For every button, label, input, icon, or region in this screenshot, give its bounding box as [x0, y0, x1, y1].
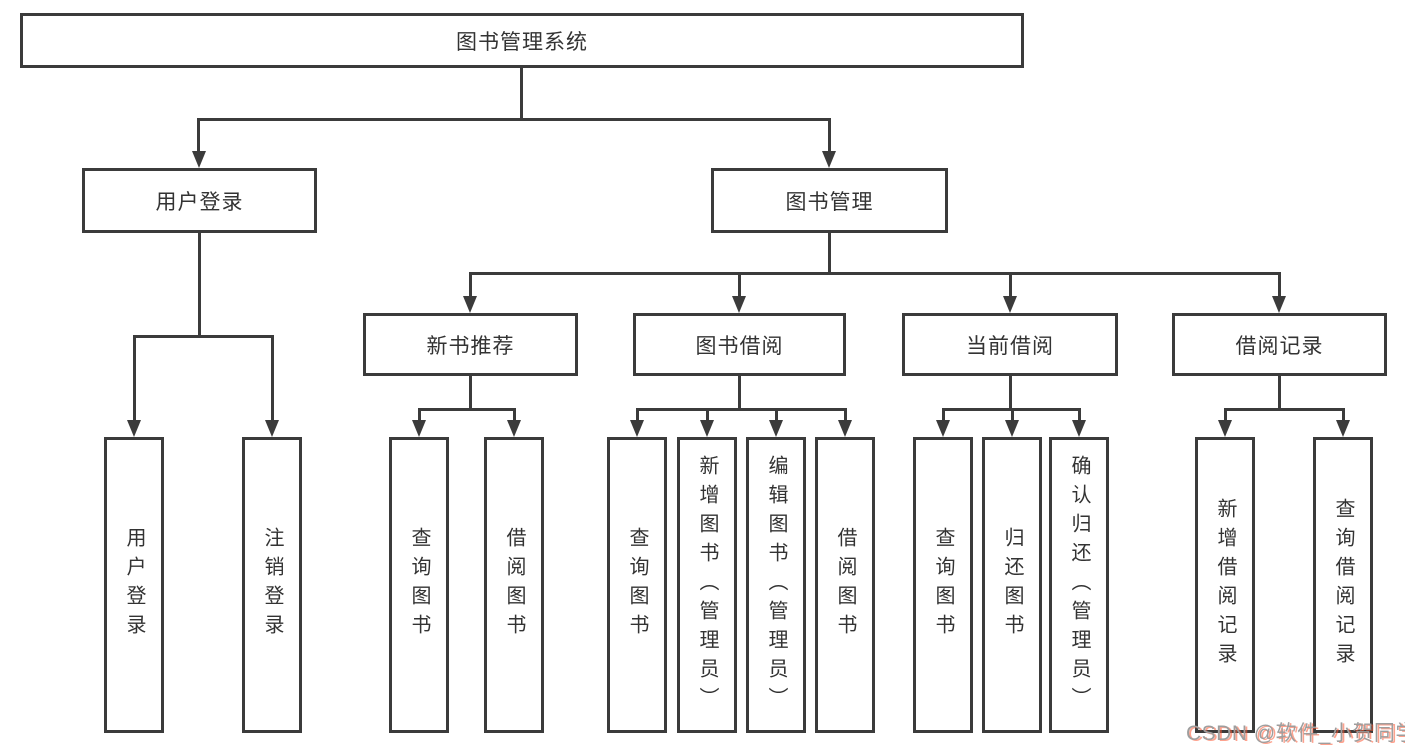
arrowhead-icon — [769, 420, 783, 437]
arrowhead-icon — [1336, 420, 1350, 437]
arrowhead-icon — [700, 420, 714, 437]
connector-line — [1278, 375, 1281, 408]
arrowhead-icon — [732, 296, 746, 313]
leaf-borrow-borrow-books: 借阅图书 — [815, 437, 875, 733]
node-book-management: 图书管理 — [711, 168, 948, 233]
csdn-watermark: CSDN @软件_小贺同学 — [1186, 722, 1405, 745]
leaf-logout: 注销登录 — [242, 437, 302, 733]
connector-line — [844, 408, 847, 422]
arrowhead-icon — [1272, 296, 1286, 313]
leaf-records-query-record: 查询借阅记录 — [1313, 437, 1373, 733]
connector-line — [828, 118, 831, 153]
leaf-borrow-borrow-books-label: 借阅图书 — [834, 527, 856, 643]
connector-line — [198, 118, 831, 121]
leaf-current-return-books: 归还图书 — [982, 437, 1042, 733]
connector-line — [418, 408, 421, 422]
node-book-borrow: 图书借阅 — [633, 313, 846, 376]
connector-line — [738, 375, 741, 408]
connector-line — [1009, 375, 1012, 408]
leaf-recommend-borrow-books-label: 借阅图书 — [503, 527, 525, 643]
connector-line — [197, 118, 200, 153]
arrowhead-icon — [936, 420, 950, 437]
node-root-label: 图书管理系统 — [456, 30, 588, 54]
leaf-borrow-query-books: 查询图书 — [607, 437, 667, 733]
arrowhead-icon — [463, 296, 477, 313]
node-book-management-label: 图书管理 — [785, 190, 874, 214]
connector-line — [520, 68, 523, 118]
node-current-borrow-label: 当前借阅 — [966, 334, 1054, 358]
arrowhead-icon — [630, 420, 644, 437]
connector-line — [1011, 408, 1014, 422]
arrowhead-icon — [1005, 420, 1019, 437]
leaf-recommend-borrow-books: 借阅图书 — [484, 437, 544, 733]
leaf-current-return-books-label: 归还图书 — [1001, 527, 1023, 643]
connector-line — [469, 375, 472, 408]
leaf-current-query-books: 查询图书 — [913, 437, 973, 733]
arrowhead-icon — [507, 420, 521, 437]
node-borrow-records-label: 借阅记录 — [1235, 334, 1324, 358]
node-user-login: 用户登录 — [82, 168, 317, 233]
leaf-borrow-query-books-label: 查询图书 — [626, 527, 648, 643]
leaf-records-query-record-label: 查询借阅记录 — [1332, 498, 1354, 672]
leaf-logout-label: 注销登录 — [261, 527, 283, 643]
connector-line — [1224, 408, 1344, 411]
connector-line — [1278, 272, 1281, 298]
leaf-current-confirm-return-admin: 确认归还（管理员） — [1049, 437, 1109, 733]
connector-line — [738, 272, 741, 298]
node-new-book-recommend: 新书推荐 — [363, 313, 578, 376]
leaf-current-confirm-return-admin-label: 确认归还（管理员） — [1068, 454, 1090, 716]
connector-line — [942, 408, 945, 422]
connector-line — [271, 335, 274, 420]
arrowhead-icon — [265, 420, 279, 437]
arrowhead-icon — [192, 151, 206, 168]
arrowhead-icon — [127, 420, 141, 437]
arrowhead-icon — [1003, 296, 1017, 313]
connector-line — [133, 335, 274, 338]
arrowhead-icon — [838, 420, 852, 437]
connector-line — [198, 233, 201, 335]
arrowhead-icon — [822, 151, 836, 168]
connector-line — [828, 232, 831, 272]
leaf-recommend-query-books: 查询图书 — [389, 437, 449, 733]
node-borrow-records: 借阅记录 — [1172, 313, 1387, 376]
connector-line — [636, 408, 846, 411]
leaf-recommend-query-books-label: 查询图书 — [408, 527, 430, 643]
leaf-borrow-add-books-admin: 新增图书（管理员） — [677, 437, 737, 733]
leaf-borrow-edit-books-admin: 编辑图书（管理员） — [746, 437, 806, 733]
connector-line — [133, 335, 136, 420]
leaf-user-login-label: 用户登录 — [123, 527, 145, 643]
node-new-book-recommend-label: 新书推荐 — [426, 334, 515, 358]
connector-line — [1009, 272, 1012, 298]
connector-line — [706, 408, 709, 422]
arrowhead-icon — [412, 420, 426, 437]
node-book-borrow-label: 图书借阅 — [695, 334, 784, 358]
connector-line — [1078, 408, 1081, 422]
connector-line — [469, 272, 1281, 275]
connector-line — [513, 408, 516, 422]
connector-line — [636, 408, 639, 422]
node-root: 图书管理系统 — [20, 13, 1024, 68]
connector-line — [469, 272, 472, 298]
leaf-user-login: 用户登录 — [104, 437, 164, 733]
connector-line — [1224, 408, 1227, 422]
arrowhead-icon — [1218, 420, 1232, 437]
leaf-records-add-record-label: 新增借阅记录 — [1214, 498, 1236, 672]
leaf-records-add-record: 新增借阅记录 — [1195, 437, 1255, 733]
connector-line — [1342, 408, 1345, 422]
node-user-login-label: 用户登录 — [155, 190, 244, 214]
leaf-borrow-edit-books-admin-label: 编辑图书（管理员） — [765, 454, 787, 716]
connector-line — [775, 408, 778, 422]
node-current-borrow: 当前借阅 — [902, 313, 1118, 376]
leaf-current-query-books-label: 查询图书 — [932, 527, 954, 643]
connector-line — [418, 408, 516, 411]
leaf-borrow-add-books-admin-label: 新增图书（管理员） — [696, 454, 718, 716]
arrowhead-icon — [1072, 420, 1086, 437]
